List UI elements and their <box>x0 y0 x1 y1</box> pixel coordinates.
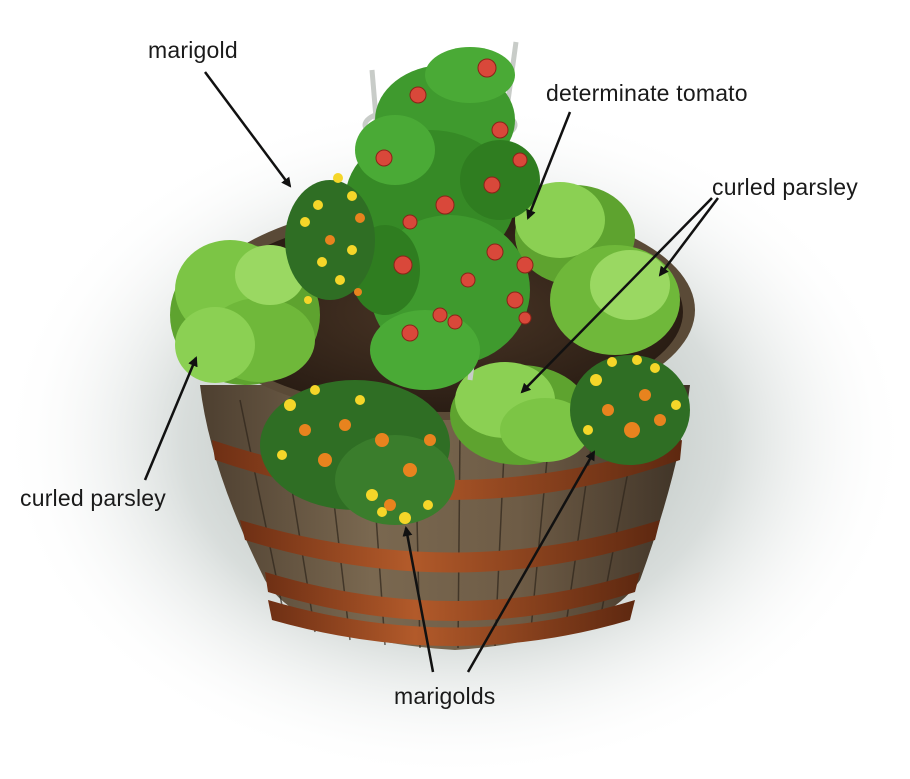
arrow-marigold <box>203 71 292 188</box>
arrow-marigolds-2 <box>466 450 596 673</box>
barrel-band-bottom <box>265 572 640 621</box>
arrow-marigolds-1 <box>402 526 435 673</box>
callout-arrows <box>143 71 719 673</box>
curled-parsley-right-back <box>515 182 680 355</box>
label-marigold: marigold <box>148 37 238 63</box>
marigold-patch-front <box>260 380 455 525</box>
determinate-tomato-plant <box>345 47 540 390</box>
curled-parsley-front <box>450 362 590 465</box>
marigold-patch-back <box>285 173 375 304</box>
marigold-patch-right <box>570 355 690 465</box>
label-curled-parsley-right: curled parsley <box>712 174 858 200</box>
arrow-curled-parsley-right-1 <box>658 197 719 277</box>
label-marigolds: marigolds <box>394 683 496 709</box>
arrow-curled-parsley-right-2 <box>520 197 713 394</box>
arrow-curled-parsley-left <box>143 356 198 481</box>
curled-parsley-left <box>170 240 320 385</box>
label-curled-parsley-left: curled parsley <box>20 485 166 511</box>
barrel-band-middle <box>240 520 660 573</box>
label-determinate-tomato: determinate tomato <box>546 80 748 106</box>
arrow-determinate-tomato <box>526 111 572 220</box>
